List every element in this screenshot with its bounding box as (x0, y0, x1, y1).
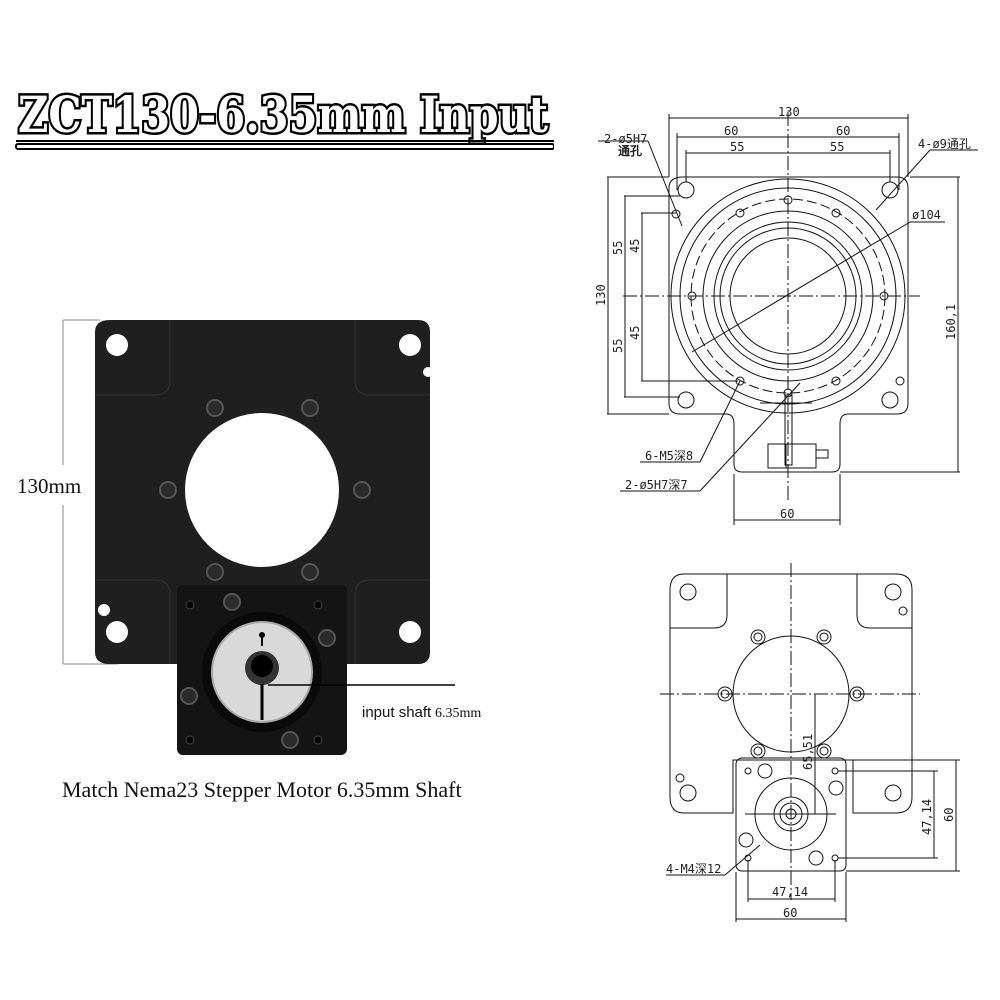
center-bore (185, 413, 339, 567)
dim-offset: 65,51 (801, 734, 815, 770)
shaft-label-size: 6.35mm (434, 706, 482, 721)
title-text: ZCT130-6.35mm Input (18, 85, 548, 144)
dim-inner-right: 55 (830, 140, 844, 154)
rear-view-drawing: 65,51 47,14 60 47,14 60 4-M4深12 (640, 560, 980, 940)
dim-flange-v: 60 (942, 808, 956, 822)
dim-bore-diameter: ø104 (912, 208, 941, 222)
dim-overall-width: 130 (778, 105, 800, 119)
dim-bolt-spacing-h: 47,14 (772, 885, 808, 899)
dim-height-overall: 130 (594, 284, 608, 306)
photo-caption: Match Nema23 Stepper Motor 6.35mm Shaft (62, 777, 462, 802)
dim-flange-h: 60 (783, 906, 797, 920)
callout-pin-holes: 2-ø5H7 (604, 132, 647, 146)
dim-upper-55: 55 (611, 241, 625, 255)
shaft-label-main: input shaft (362, 704, 432, 721)
callout-mount-holes: 4-ø9通孔 (918, 137, 971, 151)
shaft-label: input shaft 6.35mm (362, 704, 481, 722)
height-label: 130mm (17, 474, 82, 499)
height-dimension-line (62, 319, 118, 665)
callout-pin-holes-note: 通孔 (618, 143, 642, 158)
front-view-drawing: 130 60 60 55 55 2-ø5H7 通孔 4-ø9通孔 ø104 13… (590, 100, 990, 540)
dim-lower-45: 45 (628, 326, 642, 340)
product-title: ZCT130-6.35mm Input (14, 82, 555, 152)
input-shaft (251, 655, 273, 677)
dim-bolt-spacing-v: 47,14 (920, 799, 934, 835)
dim-inner-left: 55 (730, 140, 744, 154)
product-photo (0, 300, 540, 780)
dim-half-width-right: 60 (836, 124, 850, 138)
callout-motor-holes: 4-M4深12 (666, 862, 721, 876)
dim-total-height: 160,1 (944, 304, 958, 340)
callout-tapped-holes: 6-M5深8 (645, 449, 693, 463)
callout-pin-depth: 2-ø5H7深7 (625, 478, 688, 492)
dim-upper-45: 45 (628, 239, 642, 253)
dim-lower-55: 55 (611, 339, 625, 353)
dim-bracket-width: 60 (780, 507, 794, 521)
dim-half-width-left: 60 (724, 124, 738, 138)
